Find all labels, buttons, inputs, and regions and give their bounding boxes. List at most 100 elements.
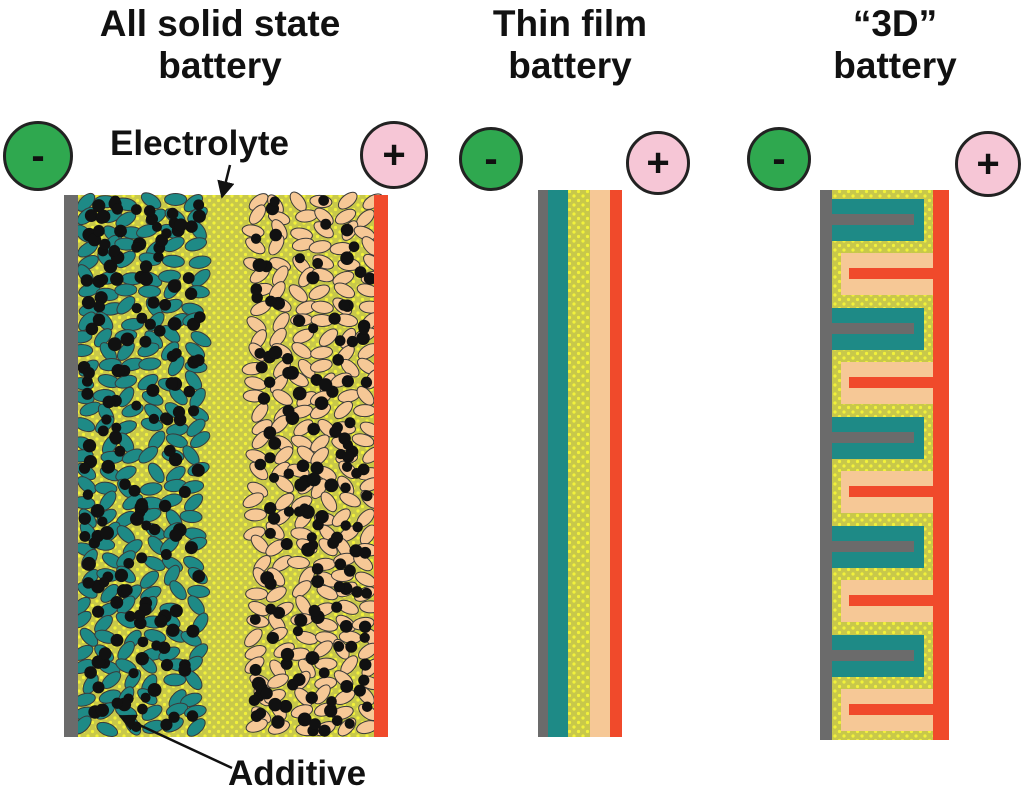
anode-particle — [117, 386, 135, 408]
anode-particle — [164, 192, 188, 206]
additive-particle — [340, 680, 354, 693]
additive-particle — [359, 546, 372, 559]
additive-particle — [269, 228, 283, 242]
additive-particle — [90, 503, 105, 518]
additive-particle — [147, 296, 160, 309]
additive-particle — [358, 620, 372, 633]
additive-particle — [120, 332, 135, 347]
additive-particle — [264, 502, 277, 515]
additive-particle — [332, 354, 344, 366]
thin-film-battery — [538, 190, 622, 737]
additive-particle — [84, 666, 97, 679]
additive-particle — [339, 619, 353, 633]
additive-particle — [333, 581, 345, 593]
cathode-particle — [267, 673, 289, 689]
additive-particle — [165, 377, 178, 390]
anode-particle — [147, 462, 165, 484]
cathode-particle — [244, 628, 263, 648]
anode-particle — [163, 673, 187, 687]
additive-particle — [326, 696, 337, 707]
additive-particle — [341, 461, 353, 472]
anode-particle — [184, 237, 208, 252]
cathode-particle — [353, 404, 377, 418]
additive-particle — [114, 568, 129, 583]
additive-particle — [78, 512, 92, 525]
cathode-particle — [337, 191, 358, 210]
additive-particle — [97, 425, 109, 437]
additive-particle — [188, 405, 200, 417]
additive-particle — [92, 681, 105, 694]
cathode-particle — [334, 208, 357, 225]
additive-particle — [136, 552, 148, 564]
additive-particle — [293, 506, 305, 517]
anode-finger-core — [832, 214, 914, 225]
additive-particle — [358, 674, 370, 686]
additive-particle — [264, 577, 277, 590]
additive-particle — [249, 663, 262, 676]
title-line-1: All solid state — [99, 3, 341, 44]
additive-particle — [341, 375, 354, 388]
additive-particle — [271, 715, 285, 729]
cathode-particle — [351, 433, 375, 448]
cathode-particle — [288, 284, 308, 303]
additive-particle — [331, 715, 343, 726]
additive-particle — [141, 520, 152, 531]
additive-particle — [92, 605, 105, 618]
positive-terminal-icon: + — [360, 121, 428, 189]
additive-particle — [324, 704, 338, 718]
anode-finger-core — [832, 650, 914, 661]
anode-finger-core — [832, 432, 914, 443]
additive-particle — [310, 461, 324, 475]
additive-particle — [107, 337, 122, 352]
additive-particle — [264, 527, 276, 539]
additive-particle — [114, 224, 127, 238]
additive-particle — [318, 724, 331, 737]
additive-particle — [251, 291, 263, 304]
additive-particle — [168, 452, 183, 467]
cathode-finger-core — [849, 377, 933, 388]
additive-particle — [320, 218, 332, 230]
electrolyte-arrow — [217, 164, 235, 199]
title-line-2: battery — [833, 45, 957, 86]
additive-particle — [135, 497, 148, 510]
additive-particle — [139, 272, 154, 286]
anode-particle — [179, 509, 203, 524]
additive-particle — [182, 272, 195, 285]
anode-finger-core — [832, 323, 914, 334]
additive-particle — [153, 251, 164, 263]
additive-particle — [282, 404, 295, 417]
cathode-particle — [244, 508, 267, 522]
additive-particle — [99, 238, 111, 250]
cathode-particle — [293, 419, 314, 437]
additive-particle — [160, 718, 173, 731]
additive-particle — [292, 314, 306, 327]
additive-particle — [340, 223, 354, 237]
additive-particle — [92, 313, 106, 327]
title-line-1: Thin film — [492, 3, 648, 44]
panel-title-thin-film: Thin film battery — [450, 3, 690, 87]
additive-label: Additive — [228, 754, 367, 793]
additive-particle — [81, 387, 94, 400]
additive-particle — [92, 274, 106, 288]
additive-particle — [131, 400, 142, 411]
additive-particle — [249, 614, 261, 625]
additive-particle — [345, 640, 358, 653]
cathode-particle — [245, 587, 269, 601]
cathode-particle — [286, 555, 310, 570]
additive-particle — [308, 323, 319, 334]
additive-particle — [130, 204, 142, 215]
anode-particle — [76, 476, 97, 495]
cathode-particle — [308, 240, 332, 254]
additive-particle — [159, 298, 172, 311]
cathode-particle — [310, 346, 333, 360]
panel-title-all-solid-state: All solid state battery — [60, 3, 380, 87]
additive-particle — [300, 505, 315, 519]
additive-particle — [346, 335, 359, 348]
additive-particle — [92, 225, 105, 237]
additive-particle — [268, 472, 280, 483]
additive-particle — [169, 604, 183, 618]
additive-particle — [184, 287, 198, 300]
additive-particle — [111, 203, 124, 215]
anode-particle — [190, 331, 212, 348]
